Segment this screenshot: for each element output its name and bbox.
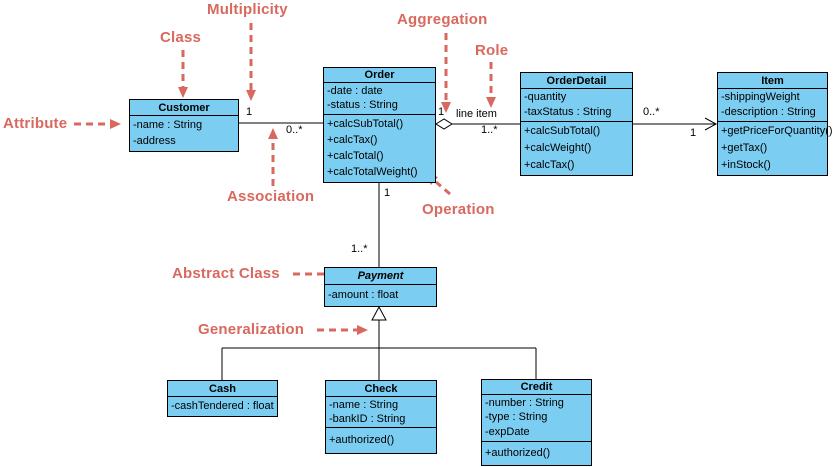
class-credit: Credit -number : String -type : String -… bbox=[481, 379, 592, 466]
multiplicity-label: 1..* bbox=[481, 124, 498, 136]
aggregation-diamond bbox=[435, 118, 453, 130]
class-name: Check bbox=[326, 381, 436, 397]
class-name: Item bbox=[718, 73, 827, 89]
operation-compartment: +authorized() bbox=[326, 427, 436, 453]
operation: +calcWeight() bbox=[524, 142, 592, 154]
class-customer: Customer -name : String -address bbox=[129, 99, 239, 152]
annotation-association: Association bbox=[227, 188, 315, 205]
operation: +getTax() bbox=[721, 142, 768, 154]
class-name: Payment bbox=[325, 268, 436, 285]
operation: +authorized() bbox=[485, 447, 551, 459]
annotation-class: Class bbox=[160, 29, 202, 46]
attribute: -cashTendered : float bbox=[171, 400, 274, 412]
class-name: OrderDetail bbox=[521, 73, 632, 89]
multiplicity-arrowhead-icon bbox=[246, 90, 256, 101]
generalization-arrowhead-icon bbox=[357, 325, 368, 335]
attribute-compartment: -cashTendered : float bbox=[168, 397, 277, 416]
attribute-compartment: -name : String -bankID : String bbox=[326, 397, 436, 427]
attribute: -address bbox=[133, 135, 176, 148]
operation-compartment: +calcSubTotal() +calcWeight() +calcTax() bbox=[521, 121, 632, 175]
operation: +authorized() bbox=[329, 434, 395, 446]
annotation-operation: Operation bbox=[422, 201, 495, 218]
multiplicity-label: 1 bbox=[438, 106, 445, 118]
operation: +getPriceForQuantity() bbox=[721, 125, 833, 137]
class-arrowhead-icon bbox=[178, 87, 188, 98]
class-order: Order -date : date -status : String +cal… bbox=[323, 67, 436, 183]
class-item: Item -shippingWeight -description : Stri… bbox=[717, 72, 833, 176]
operation: +calcSubTotal() bbox=[327, 117, 404, 130]
attribute-arrowhead-icon bbox=[110, 119, 121, 129]
class-name: Customer bbox=[130, 100, 238, 116]
class-name: Credit bbox=[482, 380, 591, 395]
attribute: -number : String bbox=[485, 396, 564, 409]
multiplicity-label: 0..* bbox=[286, 124, 303, 136]
attribute: -name : String bbox=[133, 118, 203, 131]
multiplicity-label: 1 bbox=[246, 106, 253, 118]
role-arrowhead-icon bbox=[486, 97, 496, 108]
multiplicity-label: 1 bbox=[690, 127, 697, 139]
operation: +calcTax() bbox=[327, 133, 378, 146]
attribute: -description : String bbox=[721, 106, 816, 118]
annotation-abstract-class: Abstract Class bbox=[172, 265, 280, 282]
operation: +inStock() bbox=[721, 159, 771, 171]
class-name: Cash bbox=[168, 381, 277, 397]
multiplicity-label: 0..* bbox=[643, 106, 660, 118]
class-name: Order bbox=[324, 68, 435, 83]
operation-pointer-line bbox=[435, 180, 451, 196]
class-payment-abstract: Payment -amount : float bbox=[324, 267, 437, 307]
attribute: -taxStatus : String bbox=[524, 106, 612, 118]
multiplicity-label: 1..* bbox=[351, 243, 368, 255]
navigability-arrow-icon bbox=[704, 117, 718, 131]
operation: +calcTotalWeight() bbox=[327, 166, 418, 179]
attribute: -bankID : String bbox=[329, 412, 406, 425]
operation-compartment: +authorized() bbox=[482, 441, 591, 465]
attribute-compartment: -number : String -type : String -expDate bbox=[482, 395, 591, 441]
operation: +calcSubTotal() bbox=[524, 125, 601, 137]
operation-compartment: +calcSubTotal() +calcTax() +calcTotal() … bbox=[324, 114, 435, 182]
generalization-triangle-icon bbox=[371, 305, 387, 321]
attribute: -amount : float bbox=[328, 289, 399, 301]
class-cash: Cash -cashTendered : float bbox=[167, 380, 278, 417]
annotation-aggregation: Aggregation bbox=[397, 11, 488, 28]
attribute: -shippingWeight bbox=[721, 91, 800, 103]
annotation-multiplicity: Multiplicity bbox=[207, 1, 288, 18]
attribute: -date : date bbox=[327, 84, 383, 97]
attribute: -type : String bbox=[485, 411, 548, 424]
operation: +calcTax() bbox=[524, 159, 575, 171]
association-arrowhead-icon bbox=[268, 128, 278, 139]
attribute: -name : String bbox=[329, 398, 399, 411]
attribute-compartment: -amount : float bbox=[325, 285, 436, 306]
annotation-attribute: Attribute bbox=[3, 115, 68, 132]
multiplicity-label: 1 bbox=[384, 187, 391, 199]
role-label: line item bbox=[456, 108, 497, 120]
class-check: Check -name : String -bankID : String +a… bbox=[325, 380, 437, 454]
annotation-generalization: Generalization bbox=[198, 321, 305, 338]
attribute-compartment: -name : String -address bbox=[130, 116, 238, 151]
attribute-compartment: -shippingWeight -description : String bbox=[718, 89, 827, 121]
attribute: -expDate bbox=[485, 426, 530, 439]
class-orderdetail: OrderDetail -quantity -taxStatus : Strin… bbox=[520, 72, 633, 176]
annotation-role: Role bbox=[475, 42, 509, 59]
attribute: -quantity bbox=[524, 91, 567, 103]
operation-compartment: +getPriceForQuantity() +getTax() +inStoc… bbox=[718, 121, 833, 175]
attribute: -status : String bbox=[327, 99, 398, 112]
attribute-compartment: -date : date -status : String bbox=[324, 83, 435, 114]
operation: +calcTotal() bbox=[327, 150, 384, 163]
attribute-compartment: -quantity -taxStatus : String bbox=[521, 89, 632, 121]
